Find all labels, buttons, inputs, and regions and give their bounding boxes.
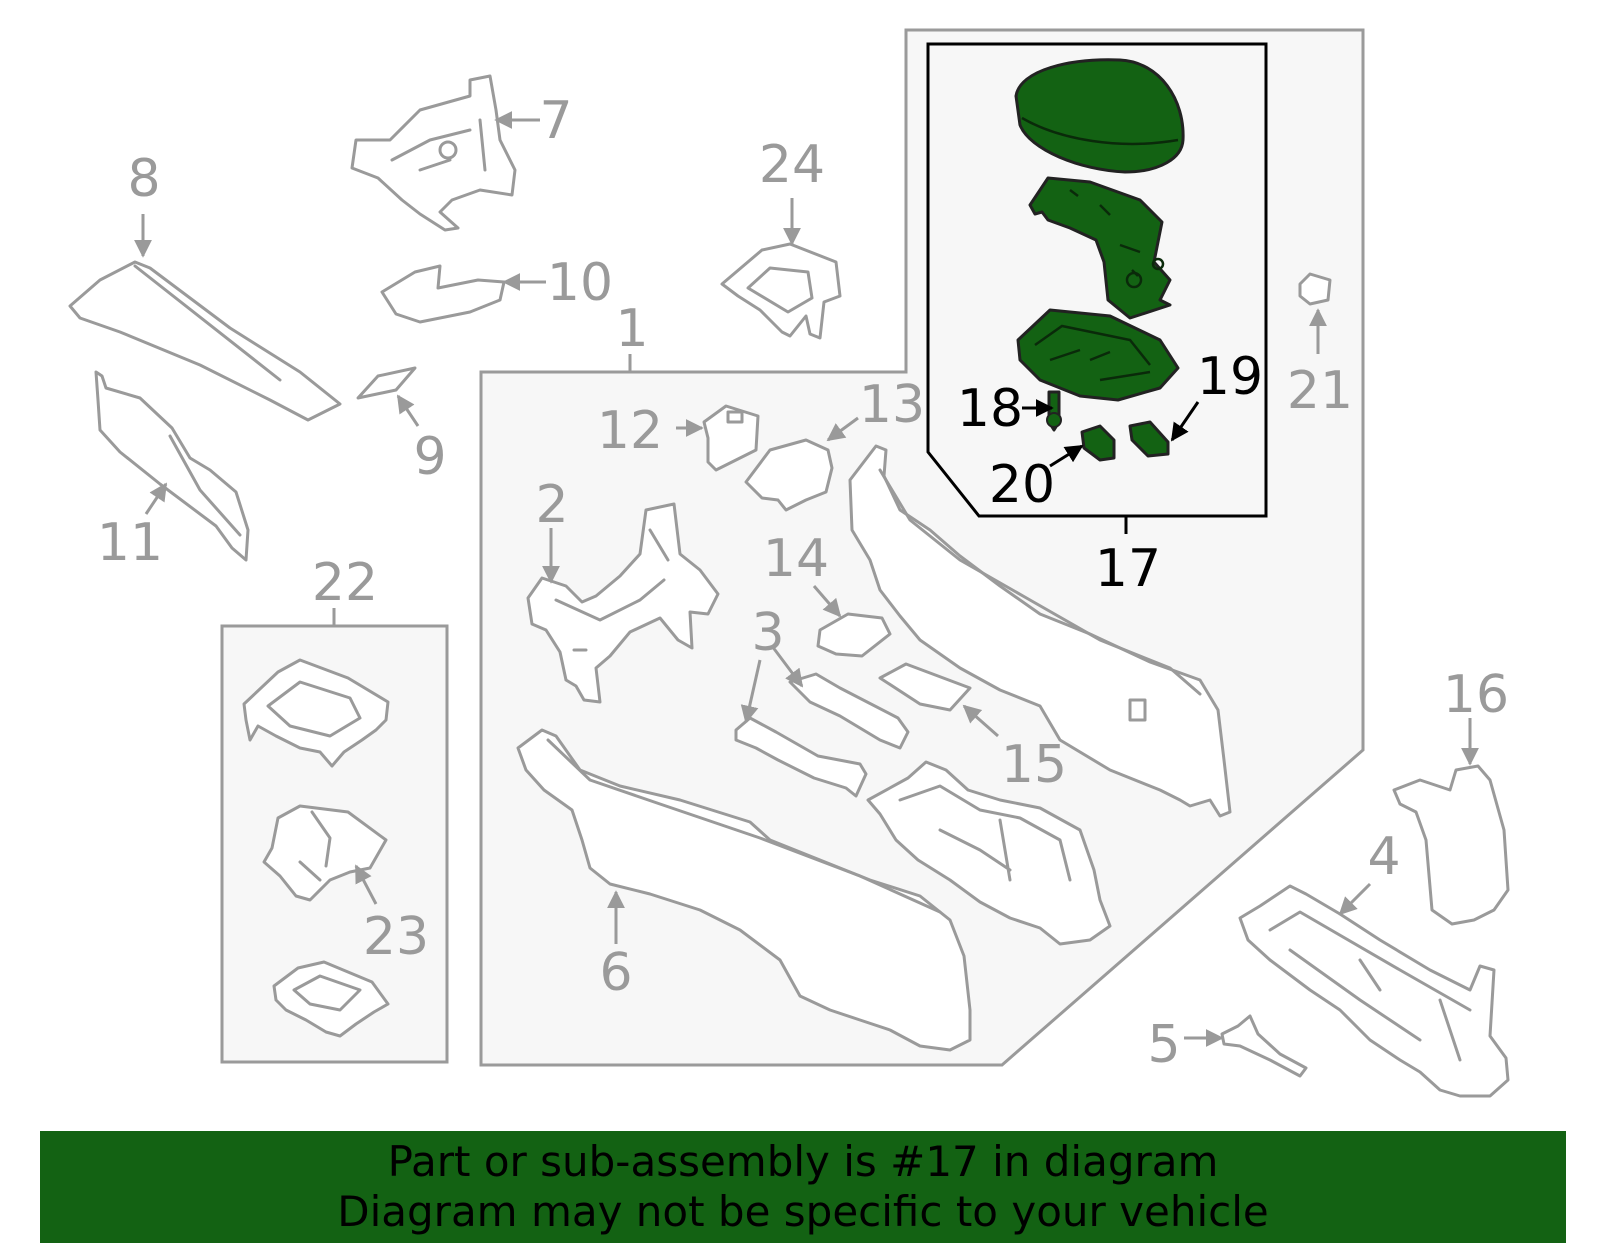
callout-10: 10 — [547, 253, 613, 313]
callout-16: 16 — [1443, 665, 1509, 725]
part-21-clip[interactable] — [1298, 272, 1332, 306]
callout-4: 4 — [1367, 827, 1400, 887]
part-4-base-frame[interactable] — [1238, 884, 1510, 1098]
callout-6: 6 — [599, 943, 632, 1003]
part-22-bezel[interactable] — [242, 658, 390, 768]
part-2-frame[interactable] — [526, 502, 720, 704]
part-1-storage-bin[interactable] — [866, 760, 1112, 946]
part-8-trim-panel[interactable] — [68, 260, 342, 422]
part-23-shift-boot[interactable] — [262, 804, 388, 902]
callout-7: 7 — [539, 91, 572, 151]
leader-20 — [1049, 444, 1084, 468]
clip-20[interactable] — [1080, 424, 1116, 462]
callout-2: 2 — [535, 475, 568, 535]
part-10-tray[interactable] — [380, 264, 506, 324]
leader-13 — [826, 416, 859, 442]
armrest-lid[interactable] — [1014, 58, 1185, 174]
leader-19 — [1170, 401, 1200, 442]
callout-13: 13 — [859, 375, 925, 435]
leader-3b — [740, 659, 762, 724]
leader-14 — [812, 585, 842, 618]
part-22-trim-ring[interactable] — [272, 960, 390, 1038]
part-3-brackets[interactable] — [734, 672, 910, 798]
callout-9: 9 — [413, 427, 446, 487]
part-9-clip[interactable] — [356, 366, 417, 400]
part-11-side-panel[interactable] — [94, 370, 250, 562]
part-12-bracket[interactable] — [702, 404, 760, 472]
footer-line-2: Diagram may not be specific to your vehi… — [337, 1187, 1269, 1236]
footer-line-1: Part or sub-assembly is #17 in diagram — [387, 1137, 1219, 1186]
part-16-end-cap[interactable] — [1392, 764, 1510, 926]
callout-12: 12 — [597, 401, 663, 461]
callout-23: 23 — [363, 907, 429, 967]
part-15-pad[interactable] — [878, 662, 972, 712]
callout-1: 1 — [615, 299, 648, 359]
callout-17: 17 — [1095, 539, 1161, 599]
armrest-base-tray[interactable] — [1016, 308, 1180, 402]
clip-19[interactable] — [1128, 420, 1170, 458]
leader-9 — [396, 394, 420, 427]
callout-20: 20 — [989, 455, 1055, 515]
part-5-bracket[interactable] — [1220, 1014, 1308, 1078]
callout-11: 11 — [97, 513, 163, 573]
part-14-pad[interactable] — [816, 612, 892, 658]
leader-11 — [144, 482, 168, 515]
callout-18: 18 — [957, 379, 1023, 439]
leader-4 — [1338, 882, 1372, 916]
callout-3: 3 — [751, 603, 784, 663]
callout-24: 24 — [759, 135, 825, 195]
callout-21: 21 — [1287, 361, 1353, 421]
leader-15 — [962, 704, 999, 738]
callout-5: 5 — [1147, 1015, 1180, 1075]
screw-18[interactable] — [1046, 390, 1062, 432]
part-24-bezel[interactable] — [720, 242, 842, 340]
footer-banner: Part or sub-assembly is #17 in diagram D… — [40, 1131, 1566, 1243]
assembly-17-box — [926, 42, 1268, 518]
leader-3a — [770, 645, 804, 688]
part-1-side-panel-right[interactable] — [848, 444, 1232, 818]
armrest-hinge-bracket[interactable] — [1028, 176, 1172, 320]
part-7-bracket[interactable] — [350, 74, 517, 232]
part-13-bracket[interactable] — [744, 438, 834, 512]
leader-23 — [354, 864, 378, 905]
callout-15: 15 — [1001, 735, 1067, 795]
part-6-side-panel-left[interactable] — [516, 728, 972, 1052]
callout-22: 22 — [312, 553, 378, 613]
callout-19: 19 — [1197, 347, 1263, 407]
callout-8: 8 — [127, 149, 160, 209]
callout-14: 14 — [763, 529, 829, 589]
